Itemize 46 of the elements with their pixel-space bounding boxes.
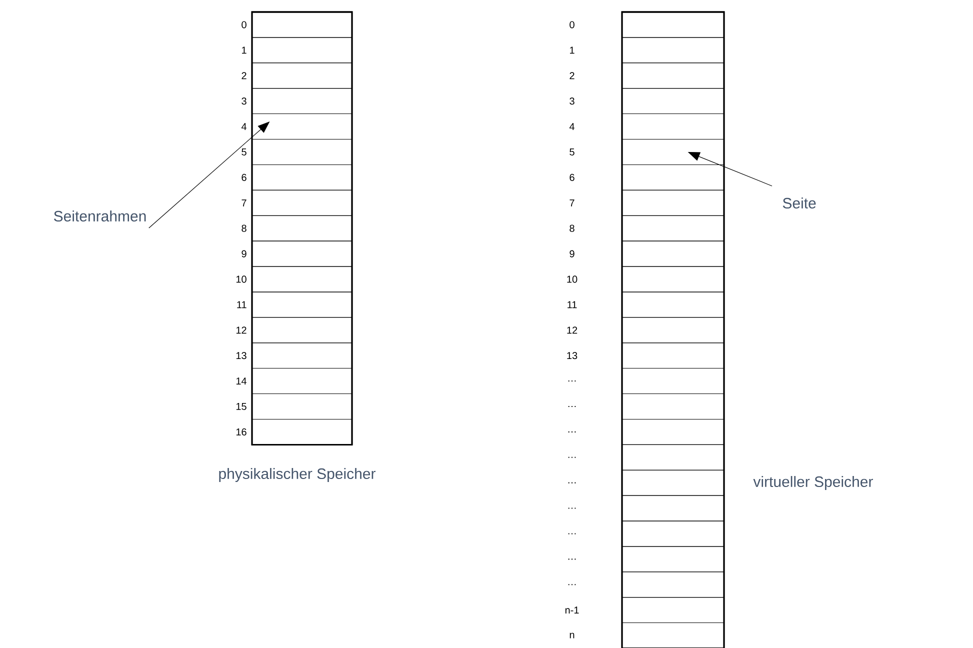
row-number: 0 <box>242 21 246 28</box>
row-number: 11 <box>237 301 246 308</box>
row-number: … <box>568 456 576 458</box>
row-number: 9 <box>242 250 246 258</box>
row-number: 13 <box>567 352 578 360</box>
row-number: 4 <box>569 123 574 130</box>
callout-label: Seite <box>782 198 816 208</box>
row-number: 6 <box>570 174 574 181</box>
row-number: … <box>568 406 576 407</box>
row-number: 10 <box>567 276 578 283</box>
row-number: … <box>568 508 576 509</box>
row-number: 14 <box>236 378 246 384</box>
row-number: 1 <box>570 46 574 54</box>
row-number: 12 <box>567 326 578 334</box>
row-number: 12 <box>236 326 246 334</box>
row-number: 5 <box>570 148 574 156</box>
row-number: n-1 <box>565 606 579 614</box>
callout-label: Seitenrahmen <box>54 210 146 222</box>
memory-caption: virtueller Speicher <box>753 476 873 490</box>
row-number: 5 <box>242 148 246 156</box>
row-number: 3 <box>570 98 574 105</box>
memory-caption: physikalischer Speicher <box>219 468 376 482</box>
row-number: 16 <box>236 428 246 436</box>
row-number: 13 <box>236 352 246 360</box>
row-number: 4 <box>241 123 247 130</box>
row-number: n <box>570 632 574 638</box>
row-number: 7 <box>570 199 574 206</box>
row-number: 0 <box>570 21 574 28</box>
row-number: … <box>568 558 576 560</box>
row-number: 15 <box>236 402 246 410</box>
row-number: … <box>568 431 576 432</box>
row-number: 8 <box>570 224 574 232</box>
row-number: … <box>568 482 576 484</box>
row-number: … <box>568 584 576 586</box>
row-number: 11 <box>568 301 577 308</box>
row-number: … <box>568 380 576 382</box>
row-number: 10 <box>236 276 246 283</box>
row-number: 2 <box>242 72 246 80</box>
row-number: 7 <box>242 199 246 206</box>
row-number: … <box>568 533 576 534</box>
row-number: 3 <box>242 98 246 105</box>
row-number: 2 <box>570 72 574 80</box>
row-number: 6 <box>242 174 246 181</box>
row-number: 8 <box>242 224 246 232</box>
row-number: 9 <box>570 250 574 258</box>
row-number: 1 <box>242 46 246 54</box>
